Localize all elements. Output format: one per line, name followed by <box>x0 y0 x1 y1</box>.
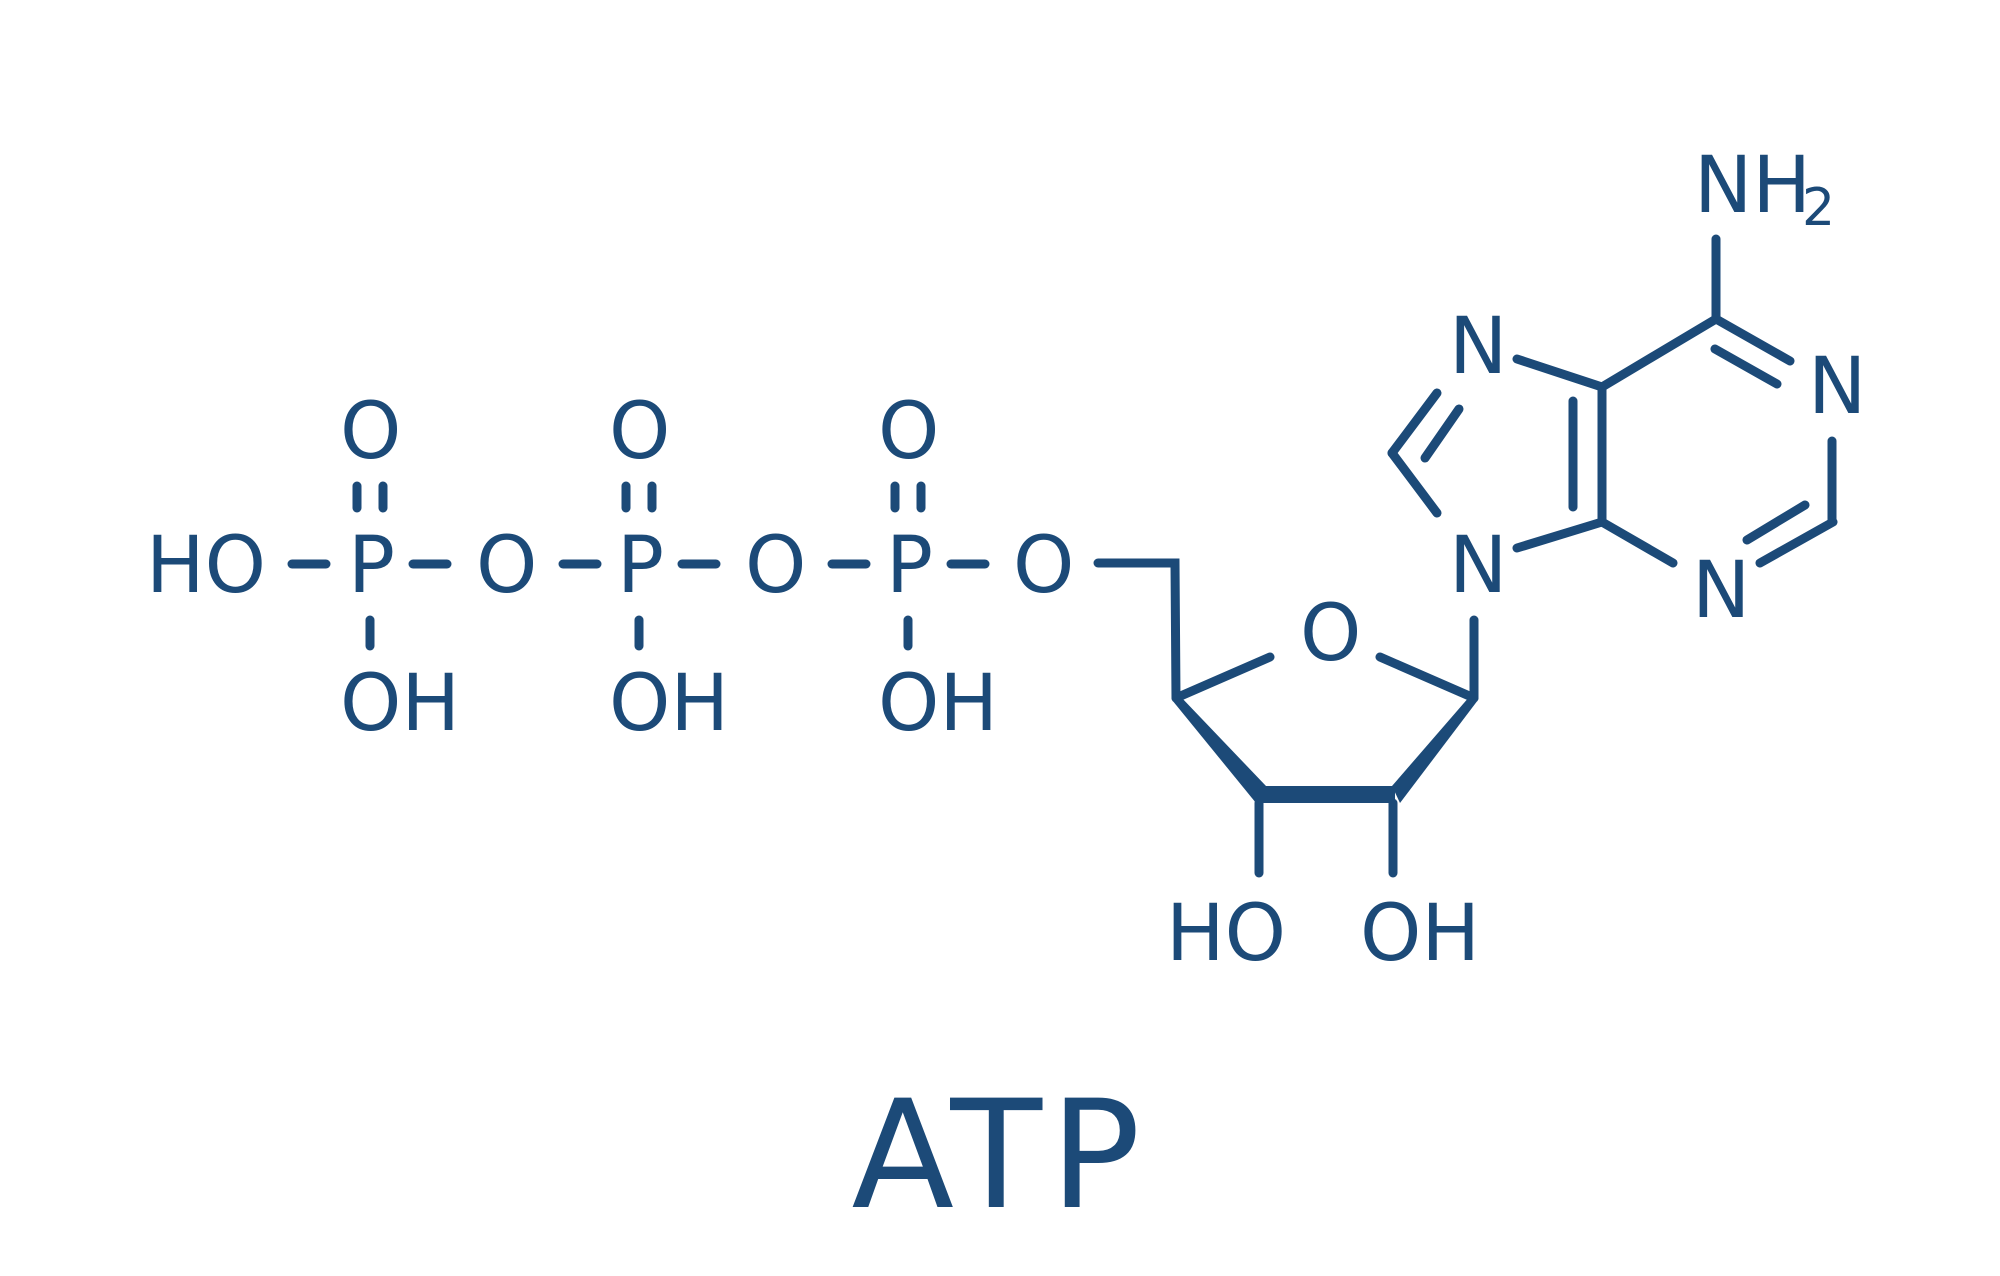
terminal-hydroxyl-label: HO <box>146 521 266 611</box>
phosphate-3-oxo-label: O <box>878 387 939 477</box>
phosphate-1-oxo-label: O <box>340 387 401 477</box>
amine-subscript: 2 <box>1802 178 1835 238</box>
bond-n9-c4 <box>1512 517 1607 553</box>
bold-bond-c3-c2 <box>1256 786 1395 803</box>
phosphate-2-hydroxyl-label: OH <box>609 659 729 749</box>
phosphate-chain: HO P O OH O P O OH O P O OH O <box>146 387 1074 749</box>
bond-c5-c6 <box>1597 314 1721 392</box>
molecule-title: ATP <box>851 1069 1148 1243</box>
bridge-oxygen-1-label: O <box>476 521 537 611</box>
adenine-base: N N N N NH 2 <box>1387 141 1866 636</box>
n1-label: N <box>1808 342 1866 432</box>
bridge-oxygen-2-label: O <box>745 521 806 611</box>
bond-ch2 <box>1093 558 1181 703</box>
phosphate-3-hydroxyl-label: OH <box>878 659 998 749</box>
bond-c6-n1-inner <box>1710 344 1782 389</box>
phosphorus-3-label: P <box>886 521 933 611</box>
bond-c4-o <box>1171 652 1275 703</box>
bond-n7-c5 <box>1512 354 1607 392</box>
bond-n3-c4 <box>1597 517 1678 568</box>
bond-c6-n1 <box>1711 314 1795 366</box>
n7-label: N <box>1449 302 1507 392</box>
ribose-hydroxyl-right-label: OH <box>1360 889 1480 979</box>
bond-o-c1 <box>1375 652 1479 703</box>
ring-oxygen-label: O <box>1300 589 1361 679</box>
wedge-c2-c1 <box>1392 696 1478 803</box>
wedge-c4-c3 <box>1172 696 1266 803</box>
bond-c2-n3 <box>1755 517 1838 568</box>
n9-label: N <box>1449 521 1507 611</box>
bond-c8-n7 <box>1387 388 1442 458</box>
phosphate-1-hydroxyl-label: OH <box>340 659 460 749</box>
bond-n9-c8 <box>1387 448 1442 518</box>
ribose-ring: O HO OH <box>1093 558 1480 979</box>
phosphorus-1-label: P <box>348 521 395 611</box>
amine-label: NH <box>1694 141 1811 231</box>
bridge-oxygen-3-label: O <box>1013 521 1074 611</box>
bond-c8-n7-inner <box>1420 404 1464 463</box>
n3-label: N <box>1692 546 1750 636</box>
bond-c2-n3-inner <box>1742 500 1810 545</box>
ribose-hydroxyl-left-label: HO <box>1166 889 1286 979</box>
phosphate-2-oxo-label: O <box>609 387 670 477</box>
phosphorus-2-label: P <box>617 521 664 611</box>
